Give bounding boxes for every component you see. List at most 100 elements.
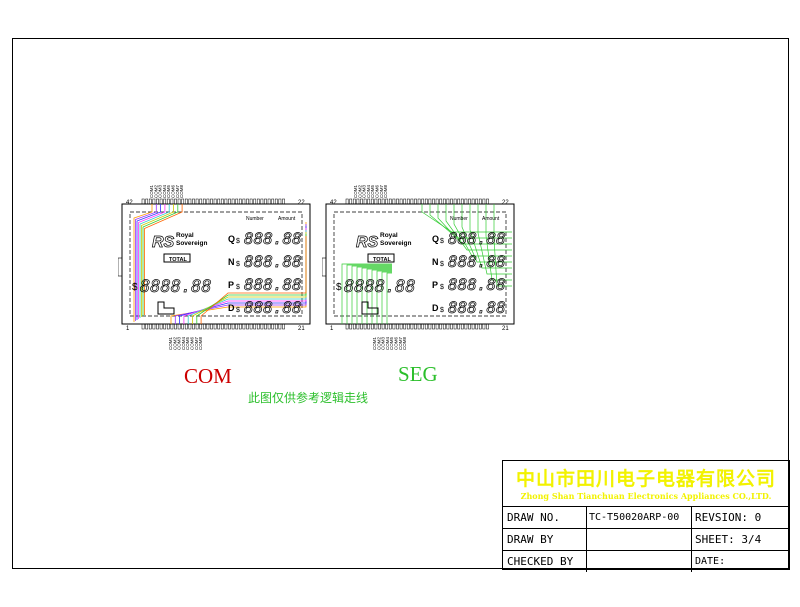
pin: [417, 198, 421, 205]
pin: [399, 323, 403, 330]
printer-icon: [361, 301, 379, 315]
seg-trace: [381, 271, 392, 324]
company-header: 中山市田川电子电器有限公司 Zhong Shan Tianchuan Elect…: [503, 461, 789, 507]
pin: [453, 198, 457, 205]
pin: [271, 323, 275, 330]
com-pin-label-bottom: COM5: [185, 337, 190, 350]
brand-line1: Royal: [176, 232, 194, 239]
row-digits: 888.88: [244, 252, 302, 271]
pin: [460, 198, 464, 205]
pin: [424, 198, 428, 205]
seg-trace: [421, 204, 512, 233]
pin: [450, 198, 453, 205]
pin: [367, 323, 371, 330]
pin: [464, 198, 468, 205]
com-pin-label-top: COM2: [357, 185, 362, 198]
com-pin-label-bottom: COM3: [177, 337, 182, 350]
pin: [148, 198, 152, 205]
seg-trace: [453, 204, 512, 257]
pin: [282, 323, 285, 330]
com-pin-label-bottom: COM8: [402, 337, 407, 350]
com-pin-label-top: COM5: [370, 185, 375, 198]
side-tab: [118, 257, 123, 277]
pin: [188, 323, 192, 330]
pin: [428, 198, 432, 205]
pin: [482, 323, 486, 330]
pin: [192, 198, 195, 205]
seg-trace: [485, 204, 512, 281]
row-currency: $: [440, 307, 444, 314]
seg-trace: [351, 265, 392, 324]
viewing-area: [129, 211, 303, 317]
pin: [152, 323, 156, 330]
pin: [360, 323, 363, 330]
pin: [170, 198, 174, 205]
seg-trace: [461, 204, 512, 263]
total-box: [367, 253, 395, 263]
seg-label: SEG: [398, 362, 438, 386]
com-pin-label-bottom: COM3: [381, 337, 386, 350]
pin: [486, 323, 489, 330]
row-label-q: Q: [228, 234, 235, 244]
pin: [352, 198, 356, 205]
pin: [378, 198, 381, 205]
pin: [356, 198, 360, 205]
com-trace: [144, 204, 183, 315]
pin: [249, 198, 253, 205]
pin: [482, 198, 486, 205]
pin: [428, 323, 432, 330]
com-pin-label-bottom: COM1: [168, 337, 173, 350]
number-header: Number: [450, 216, 468, 222]
logo-rs: RS: [152, 234, 175, 251]
com-pin-label-bottom: COM5: [389, 337, 394, 350]
pin: [392, 198, 396, 205]
pin: [256, 198, 260, 205]
pin: [156, 323, 159, 330]
row-digits: 888.88: [448, 229, 506, 248]
com-pin-label-bottom: COM7: [194, 337, 199, 350]
draw-no-value: TC-T50020ARP-00: [587, 507, 692, 528]
date: DATE:: [695, 556, 726, 567]
pin: [424, 323, 428, 330]
pin: [464, 323, 468, 330]
pin: [374, 323, 378, 330]
pin: [435, 323, 439, 330]
com-pin-label-top: COM8: [383, 185, 388, 198]
pin: [213, 198, 217, 205]
row-currency: $: [440, 284, 444, 291]
com-pin-label-top: COM3: [158, 185, 163, 198]
pin: [457, 323, 461, 330]
drawing-frame: [12, 38, 789, 569]
pin: [403, 198, 407, 205]
pin: [370, 198, 374, 205]
com-pin-label-top: COM5: [166, 185, 171, 198]
pin: [267, 198, 271, 205]
pin: [217, 198, 221, 205]
amount-header: Amount: [482, 216, 500, 222]
com-trace: [142, 204, 179, 316]
com-pin-label-bottom: COM4: [181, 337, 186, 350]
title-row: DRAW BY SHEET: 3/4: [503, 529, 789, 551]
com-pin-label-bottom: COM2: [376, 337, 381, 350]
row-currency: $: [440, 261, 444, 268]
pin: [166, 323, 170, 330]
com-trace: [141, 204, 174, 317]
com-pin-label-top: COM6: [171, 185, 176, 198]
brand-line1: Royal: [380, 232, 398, 239]
pin: [210, 198, 213, 205]
pin: [278, 198, 282, 205]
seg-trace: [429, 204, 512, 239]
seg-trace: [469, 204, 512, 269]
pin: [442, 198, 446, 205]
draw-no-label: DRAW NO.: [503, 507, 587, 528]
row-digits: 888.88: [244, 229, 302, 248]
pin: [349, 198, 353, 205]
com-pin-label-top: COM7: [175, 185, 180, 198]
pin: [242, 323, 246, 330]
pin: [220, 198, 224, 205]
pin: [385, 323, 389, 330]
com-pin-label-top: COM4: [162, 185, 167, 198]
com-pin-label-top: COM8: [179, 185, 184, 198]
pin: [352, 323, 356, 330]
pin: [174, 323, 177, 330]
